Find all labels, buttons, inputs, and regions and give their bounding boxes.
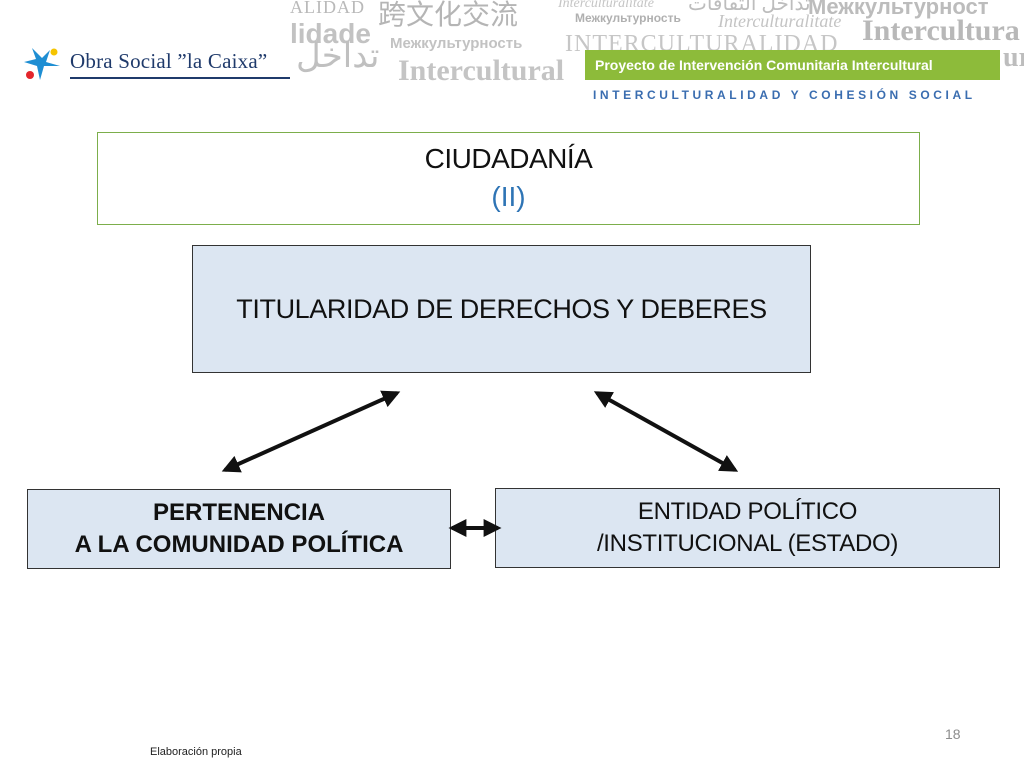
la-caixa-logo: Obra Social ”la Caixa” [22,44,290,84]
word-cloud-item: Interculturalitate [558,0,654,11]
state-entity-box: ENTIDAD POLÍTICO /INSTITUCIONAL (ESTADO) [495,488,1000,568]
header: Obra Social ”la Caixa” ALIDAD lidade 跨文化… [0,0,1024,110]
word-cloud-item: Межкультурность [575,11,681,25]
diagram-title: CIUDADANÍA [424,143,593,174]
word-cloud-item: 跨文化交流 [378,0,519,31]
rights-duties-label: TITULARIDAD DE DERECHOS Y DEBERES [236,293,767,324]
right-double-arrow [593,391,739,472]
word-cloud-item: lidade [290,18,371,49]
logo-underline [70,77,290,79]
state-entity-line1: ENTIDAD POLÍTICO [637,497,858,525]
word-cloud-item: Межкультурност [808,0,989,19]
project-banner: Proyecto de Intervención Comunitaria Int… [585,50,1000,80]
diagram-subtitle: (II) [491,181,526,212]
word-cloud-item: تداخل الثقافات [688,0,811,15]
left-double-arrow [221,390,401,473]
word-cloud-item: ur [1003,42,1024,73]
source-note: Elaboración propia [150,746,242,758]
word-cloud-item: ALIDAD [290,0,365,17]
word-cloud-item: Intercultura [862,14,1020,47]
title-box: CIUDADANÍA (II) [97,132,920,225]
word-cloud-item: Intercultural [398,54,565,87]
page-number: 18 [945,726,961,742]
rights-duties-box: TITULARIDAD DE DERECHOS Y DEBERES [192,245,811,373]
caixa-star-icon [24,48,60,80]
word-cloud-item: تداخل [296,38,380,75]
state-entity-line2: /INSTITUCIONAL (ESTADO) [596,530,899,557]
political-community-line2: A LA COMUNIDAD POLÍTICA [74,531,404,558]
logo-text: Obra Social ”la Caixa” [70,49,268,73]
political-community-line1: PERTENENCIA [152,498,326,526]
word-cloud-item: Межкультурность [390,35,523,52]
project-subtitle: INTERCULTURALIDAD Y COHESIÓN SOCIAL [593,88,976,102]
word-cloud-item: Interculturalitate [718,11,842,31]
political-community-box: PERTENENCIA A LA COMUNIDAD POLÍTICA [27,489,451,569]
